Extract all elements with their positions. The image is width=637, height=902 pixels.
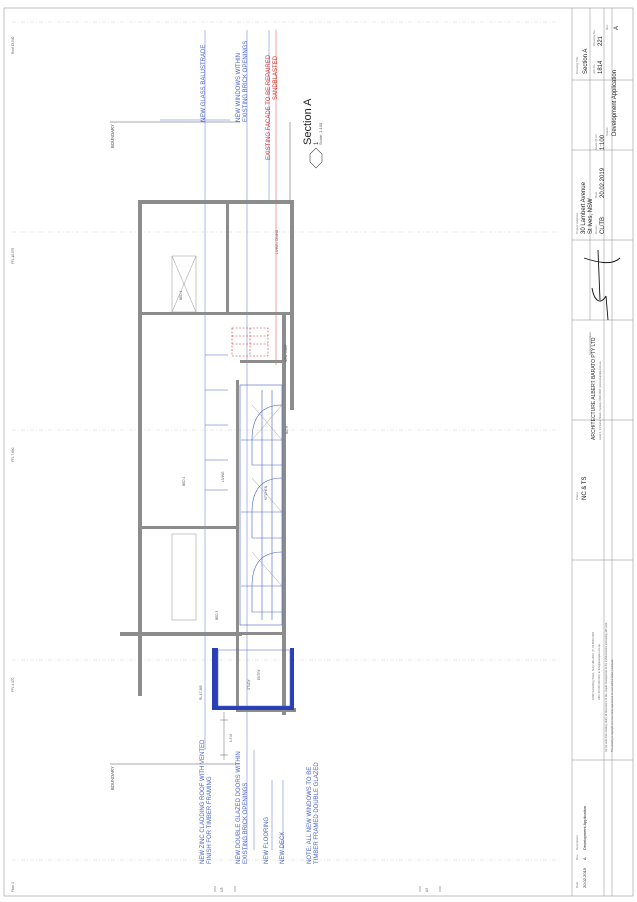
- level-label-3: FFL 10.975: [11, 247, 15, 264]
- tb-job-no: 1814: [598, 60, 604, 74]
- section-title: Section A: [302, 98, 314, 145]
- room-label-4: BATH: [285, 425, 289, 434]
- section-scale: Scale: 1:100: [318, 122, 323, 145]
- room-label-8: ENTRY: [257, 669, 261, 680]
- level-label-2: FFL 7.690: [11, 447, 15, 462]
- tb-status: Development Application: [612, 69, 618, 136]
- door-leaves: [251, 404, 283, 587]
- annotation-facade-repair-2: SANDBLASTED: [273, 55, 279, 100]
- title-block-frame: [571, 8, 633, 896]
- annotation-glass-balustrade: NEW GLASS BALUSTRADE: [201, 44, 207, 122]
- building-section: [120, 200, 296, 715]
- tb-drawing-no-label: Drawing No.: [592, 29, 596, 46]
- tb-date: 20.02.2019: [600, 167, 606, 198]
- annotation-facade-repair-1: EXISTING FACADE TO BE REPAIRED: [266, 54, 272, 160]
- boundary-label-bottom: BOUNDARY: [110, 766, 115, 790]
- room-label-5: KITCHEN: [264, 486, 268, 500]
- room-label-2: BED 2: [182, 476, 186, 486]
- tb-issue-rev: A: [582, 857, 587, 860]
- tb-drawing-no: 221: [598, 35, 604, 46]
- upper-window: [171, 255, 197, 621]
- annotation-note-windows-1: NOTE: ALL NEW WINDOWS TO BE: [307, 766, 313, 864]
- tb-client-label: Client: [575, 492, 579, 500]
- room-label-0: LIVING / DINING: [275, 229, 279, 254]
- annotation-glazed-doors-1: NEW DOUBLE GLAZED DOORS WITHIN: [236, 751, 242, 864]
- level-label-0: Floor 1: [11, 882, 15, 892]
- annotation-new-deck: NEW DECK: [280, 831, 286, 864]
- tb-issue-desc: Development Application: [582, 805, 587, 850]
- annotation-new-windows-1: NEW WINDOWS WITHIN: [236, 53, 242, 122]
- tb-signature-label: Nominated Architect: [589, 331, 592, 355]
- boundary-label-top: BOUNDARY: [110, 124, 115, 148]
- page-mark-1: 1/3: [220, 887, 224, 892]
- annotation-zinc-roof-2: FINISH FOR TIMBER FRAMING: [207, 776, 213, 864]
- annotation-new-flooring: NEW FLOORING: [264, 816, 270, 864]
- tb-project-line1: 30 Lambert Avenue: [581, 182, 587, 234]
- tb-disclaimer-1: Do not scale from drawing. Verify all di…: [605, 622, 608, 752]
- level-label-4: Roof 13.540: [11, 36, 15, 54]
- tb-rev: A: [614, 25, 620, 30]
- tb-contact-line: ABN: 00 000 000 000 | E: info@example.co…: [598, 644, 601, 700]
- scale-bar-marks: [214, 886, 441, 892]
- dimension-width: 1.3 M: [229, 734, 233, 742]
- tb-client: NC & TS: [582, 476, 588, 500]
- room-label-7: STUDY: [247, 679, 251, 690]
- tb-scale-label: Scale @ A3: [594, 134, 598, 150]
- annotation-zinc-roof-1: NEW ZINC CLADDING ROOF WITH VENTED: [200, 739, 206, 864]
- tb-issue-rev-header: Rev: [575, 854, 579, 860]
- room-label-9: NEW STAIR: [284, 344, 288, 362]
- tb-project-label: Project Address: [575, 212, 579, 234]
- tb-issue-date-header: Date: [575, 881, 579, 888]
- room-label-3: LIVING: [221, 471, 225, 482]
- dimension-line: [220, 712, 228, 760]
- tb-scale: 1:100: [600, 134, 606, 150]
- balustrade-ticks: [205, 354, 228, 491]
- annotation-glazed-doors-2: EXISTING BRICK OPENINGS: [243, 782, 249, 864]
- tb-rev-label: Rev: [605, 24, 609, 30]
- tb-architect: ARCHITECTURE ALBERT BARATO PTY LTD: [591, 337, 597, 440]
- tb-job-label: Job No.: [592, 63, 596, 74]
- section-callout-marker: [309, 147, 323, 169]
- room-label-1: BED 1: [179, 290, 183, 300]
- tb-disclaimer-2: This drawing is copyright and may not be…: [611, 658, 614, 752]
- tb-address-line: 10/39 Something Street, Surry Hills 2010…: [592, 631, 595, 700]
- page-mark-0: A3: [425, 888, 429, 892]
- tb-date-label: Date: [594, 191, 598, 198]
- dimension-rl: RL 17.185: [199, 685, 203, 700]
- deck-area: [212, 648, 294, 710]
- annotation-note-windows-2: TIMBER FRAMED DOUBLE GLAZED: [314, 762, 320, 864]
- red-repair-zone: [231, 327, 269, 357]
- annotation-new-windows-2: EXISTING BRICK OPENINGS: [243, 40, 249, 122]
- tb-issue-date: 20.02.2019: [582, 867, 587, 888]
- room-label-6: BED 3: [215, 610, 219, 620]
- tb-drawing-title-label: Drawing Title: [575, 56, 579, 74]
- tb-architect-sub: Level 1, 14 Some Street, Sydney NSW 2000…: [599, 361, 602, 440]
- tb-issue-desc-header: Description: [575, 834, 579, 850]
- tb-drawn-label: Drawn: [594, 225, 598, 234]
- tb-drawing-title: Section A: [583, 48, 589, 74]
- sheet-border: [3, 7, 634, 897]
- level-label-1: FFL 4.170: [11, 677, 15, 692]
- architect-signature: [583, 249, 621, 321]
- boundary-lines: [110, 121, 291, 765]
- tb-status-label: Status: [605, 127, 609, 136]
- tb-drawn: CL/TB: [600, 216, 606, 234]
